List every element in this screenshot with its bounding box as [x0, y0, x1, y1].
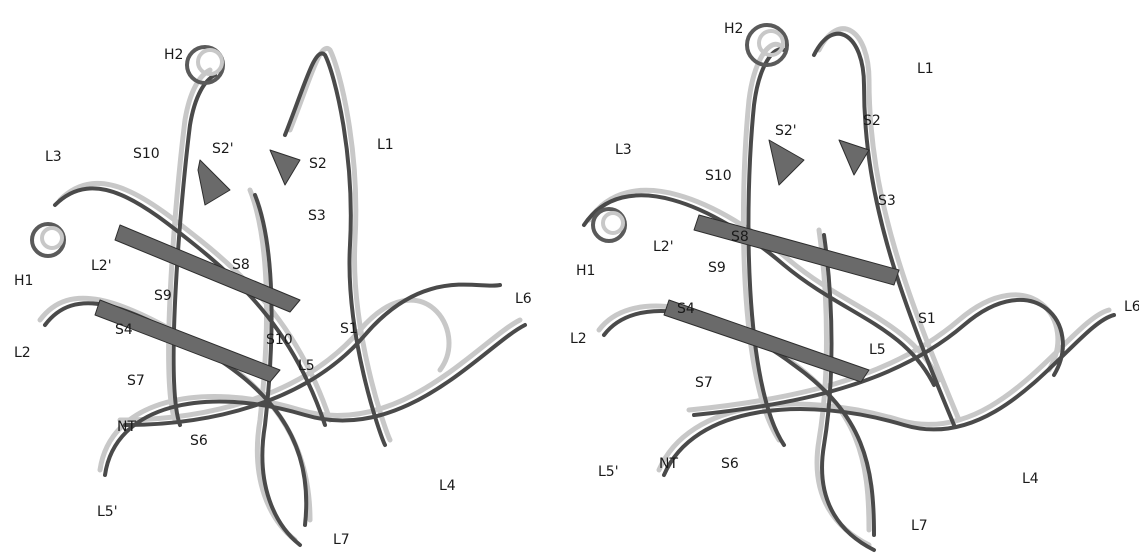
label-S6: S6 [190, 434, 208, 448]
label-H1: H1 [576, 264, 595, 278]
label-S1: S1 [340, 322, 358, 336]
label-S8: S8 [232, 258, 250, 272]
label-S3: S3 [878, 194, 896, 208]
label-S9: S9 [154, 289, 172, 303]
beta-strand-arrow [839, 140, 869, 175]
label-L5: L5 [298, 359, 315, 373]
label-S7: S7 [127, 374, 145, 388]
label-L1: L1 [377, 138, 394, 152]
label-L1: L1 [917, 62, 934, 76]
label-L7: L7 [911, 519, 928, 533]
structure-panel-right: H2 L1 S2' S2 L3 S10 S3 S8 L2' H1 S9 L6 L… [569, 0, 1139, 553]
label-L6: L6 [515, 292, 532, 306]
beta-strand-arrow [198, 160, 230, 205]
label-S2p: S2' [775, 124, 797, 138]
label-S4: S4 [677, 302, 695, 316]
label-S3: S3 [308, 209, 326, 223]
label-L6: L6 [1124, 300, 1139, 314]
label-S7: S7 [695, 376, 713, 390]
label-L3: L3 [45, 150, 62, 164]
ribbon-structure-right [569, 0, 1139, 553]
label-S1: S1 [918, 312, 936, 326]
ribbon-structure-left [0, 0, 570, 553]
label-L5: L5 [869, 343, 886, 357]
label-S2p: S2' [212, 142, 234, 156]
label-H2: H2 [164, 48, 183, 62]
label-L4: L4 [1022, 472, 1039, 486]
label-L2: L2 [570, 332, 587, 346]
structure-panel-left: H2 L1 S10 S2' S2 L3 S3 H1 L2' S8 S9 L6 L… [0, 0, 570, 553]
label-NT: NT [659, 457, 678, 471]
label-L3: L3 [615, 143, 632, 157]
label-L4: L4 [439, 479, 456, 493]
label-L5p: L5' [598, 465, 619, 479]
label-S6: S6 [721, 457, 739, 471]
label-NT: NT [117, 420, 136, 434]
beta-strand-arrow [769, 140, 804, 185]
label-L2: L2 [14, 346, 31, 360]
label-S10-mid: S10 [266, 333, 293, 347]
label-S2: S2 [309, 157, 327, 171]
beta-strand-arrow [95, 300, 280, 382]
label-S10: S10 [705, 169, 732, 183]
ribbon-strand [604, 311, 874, 535]
label-H1: H1 [14, 274, 33, 288]
label-H2: H2 [724, 22, 743, 36]
label-L2p: L2' [91, 259, 112, 273]
label-S4: S4 [115, 323, 133, 337]
label-S9: S9 [708, 261, 726, 275]
label-S8: S8 [731, 230, 749, 244]
label-L2p: L2' [653, 240, 674, 254]
beta-strand-arrow [270, 150, 300, 185]
ribbon-strand [100, 320, 520, 470]
label-L7: L7 [333, 533, 350, 547]
beta-strand-arrow [115, 225, 300, 312]
label-S10: S10 [133, 147, 160, 161]
label-L5p: L5' [97, 505, 118, 519]
ribbon-strand [664, 315, 1114, 475]
label-S2: S2 [863, 114, 881, 128]
